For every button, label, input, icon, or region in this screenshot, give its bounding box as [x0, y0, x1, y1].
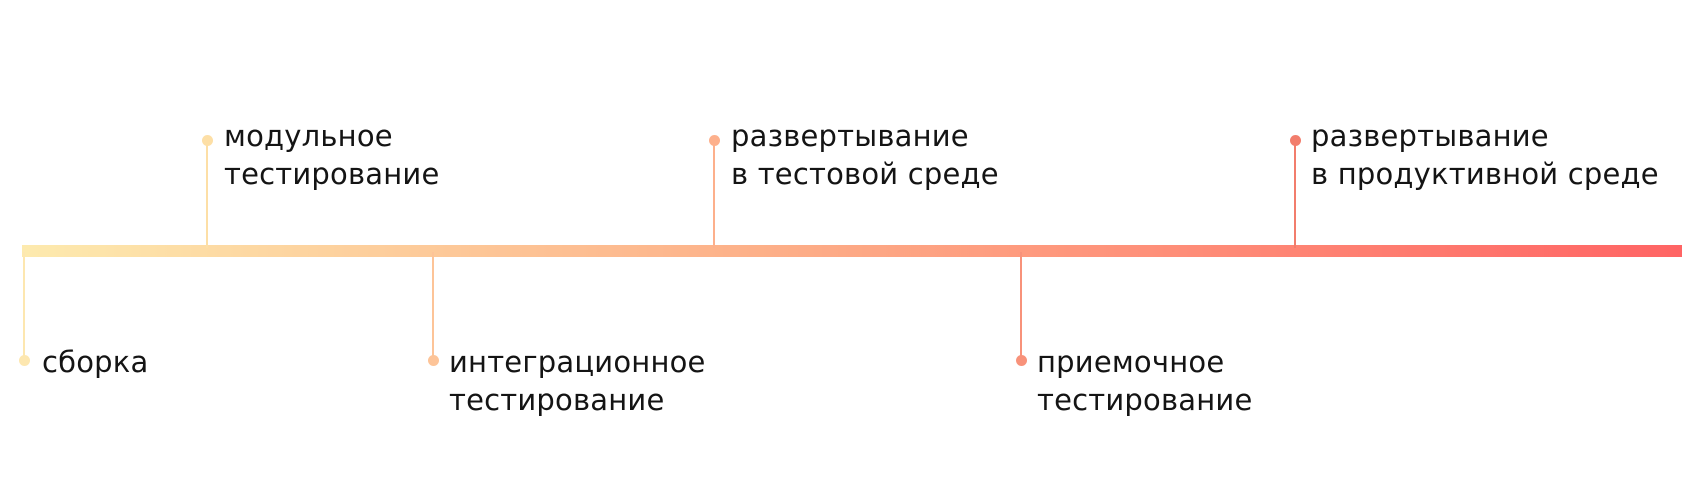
stage-acceptance-testing-marker [1016, 355, 1027, 366]
stage-prod-deploy-line-1: развертывание [1311, 119, 1549, 153]
stage-test-deploy-connector [713, 140, 715, 248]
stage-test-deploy-line-2: в тестовой среде [731, 157, 999, 191]
stage-prod-deploy-connector [1294, 140, 1296, 248]
stage-build-line-1: сборка [42, 345, 149, 379]
stage-prod-deploy-label: развертывание в продуктивной среде [1311, 117, 1659, 193]
stage-test-deploy-line-1: развертывание [731, 119, 969, 153]
stage-build-label: сборка [42, 343, 148, 381]
stage-build-marker [19, 355, 30, 366]
stage-prod-deploy-line-2: в продуктивной среде [1311, 157, 1659, 191]
stage-prod-deploy-marker [1290, 135, 1301, 146]
stage-unit-testing-label: модульное тестирование [224, 117, 439, 193]
stage-integration-testing-line-1: интеграционное [449, 345, 706, 379]
stage-integration-testing-marker [428, 355, 439, 366]
stage-unit-testing-line-1: модульное [224, 119, 393, 153]
stage-acceptance-testing-label: приемочное тестирование [1037, 343, 1252, 419]
stage-integration-testing-connector [432, 252, 434, 360]
stage-acceptance-testing-connector [1020, 252, 1022, 360]
stage-acceptance-testing-line-2: тестирование [1037, 383, 1253, 417]
stage-test-deploy-label: развертывание в тестовой среде [731, 117, 999, 193]
stage-build-connector [23, 252, 25, 360]
stage-acceptance-testing-line-1: приемочное [1037, 345, 1225, 379]
stage-integration-testing-line-2: тестирование [449, 383, 665, 417]
stage-unit-testing-line-2: тестирование [224, 157, 440, 191]
stage-unit-testing-connector [206, 140, 208, 248]
timeline-axis [22, 245, 1682, 257]
stage-integration-testing-label: интеграционное тестирование [449, 343, 706, 419]
stage-test-deploy-marker [709, 135, 720, 146]
stage-unit-testing-marker [202, 135, 213, 146]
